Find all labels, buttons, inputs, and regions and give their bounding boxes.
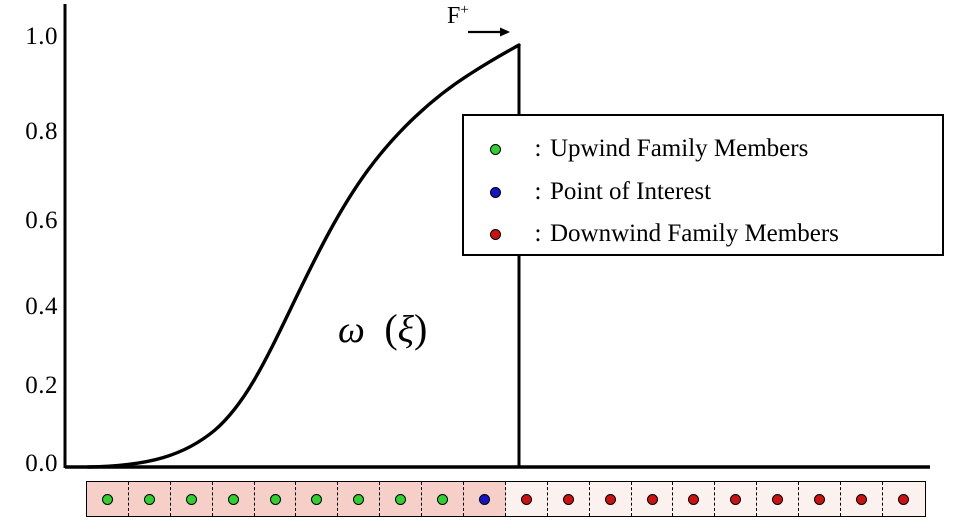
cell-downwind xyxy=(799,482,842,516)
legend-separator-1: : xyxy=(534,178,542,205)
cell-dot-upwind-icon xyxy=(395,493,407,505)
omega-symbol: ω xyxy=(338,309,365,351)
fplus-annotation: F+ xyxy=(447,2,469,30)
fplus-arrow-head xyxy=(500,27,510,37)
legend-separator-0: : xyxy=(534,135,542,162)
legend-dot-blue-icon xyxy=(489,186,501,198)
legend-label-downwind: Downwind Family Members xyxy=(550,220,839,247)
omega-xi-label: ω (ξ) xyxy=(338,305,427,352)
stencil-cell-strip xyxy=(86,481,926,517)
cell-dot-upwind-icon xyxy=(143,493,155,505)
cell-dot-upwind-icon xyxy=(437,493,449,505)
cell-dot-upwind-icon xyxy=(269,493,281,505)
cell-upwind xyxy=(212,482,255,516)
cell-dot-upwind-icon xyxy=(101,493,113,505)
cell-downwind xyxy=(547,482,590,516)
cell-upwind xyxy=(170,482,213,516)
legend-entry-downwind: : Downwind Family Members xyxy=(464,214,942,254)
cell-downwind xyxy=(841,482,883,516)
ytick-label-0.8: 0.8 xyxy=(25,118,58,145)
cell-dot-downwind-icon xyxy=(688,493,700,505)
cell-dot-downwind-icon xyxy=(646,493,658,505)
omega-curve xyxy=(86,43,521,469)
legend-entry-poi: : Point of Interest xyxy=(464,172,942,212)
omega-close-paren: ) xyxy=(413,306,428,351)
cell-upwind xyxy=(296,482,339,516)
cell-upwind xyxy=(87,482,129,516)
cell-dot-upwind-icon xyxy=(185,493,197,505)
cell-upwind xyxy=(380,482,423,516)
cell-dot-upwind-icon xyxy=(353,493,365,505)
omega-open-paren: ( xyxy=(374,306,398,351)
cell-downwind xyxy=(589,482,632,516)
cell-dot-downwind-icon xyxy=(898,493,910,505)
legend: : Upwind Family Members : Point of Inter… xyxy=(462,114,944,256)
cell-upwind xyxy=(422,482,465,516)
cell-upwind xyxy=(338,482,381,516)
cell-dot-upwind-icon xyxy=(227,493,239,505)
ytick-label-1.0: 1.0 xyxy=(25,23,58,50)
xi-symbol: ξ xyxy=(397,309,414,351)
cell-dot-poi-icon xyxy=(478,493,490,505)
legend-label-upwind: Upwind Family Members xyxy=(550,135,809,162)
legend-label-poi: Point of Interest xyxy=(550,178,712,205)
cell-upwind xyxy=(128,482,171,516)
cell-downwind xyxy=(715,482,758,516)
cell-downwind xyxy=(631,482,674,516)
legend-entry-upwind: : Upwind Family Members xyxy=(464,129,942,169)
cell-dot-downwind-icon xyxy=(814,493,826,505)
cell-dot-downwind-icon xyxy=(604,493,616,505)
cell-dot-downwind-icon xyxy=(562,493,574,505)
cell-dot-downwind-icon xyxy=(520,493,532,505)
legend-marker-downwind-cell xyxy=(464,228,526,240)
legend-marker-upwind-cell xyxy=(464,143,526,155)
legend-marker-poi-cell xyxy=(464,186,526,198)
fplus-letter: F xyxy=(447,3,461,29)
cell-downwind xyxy=(505,482,548,516)
cell-downwind xyxy=(757,482,800,516)
legend-dot-green-icon xyxy=(489,143,501,155)
cell-dot-downwind-icon xyxy=(855,493,867,505)
legend-dot-red-icon xyxy=(489,228,501,240)
legend-separator-2: : xyxy=(534,220,542,247)
cell-downwind xyxy=(673,482,716,516)
cell-downwind xyxy=(882,482,925,516)
fplus-superscript: + xyxy=(460,2,469,18)
cell-dot-upwind-icon xyxy=(311,493,323,505)
ytick-label-0.4: 0.4 xyxy=(25,293,58,320)
cell-poi xyxy=(464,482,506,516)
ytick-label-0.2: 0.2 xyxy=(25,372,58,399)
cell-upwind xyxy=(254,482,297,516)
cell-dot-downwind-icon xyxy=(772,493,784,505)
ytick-label-0.0: 0.0 xyxy=(25,450,58,477)
cell-dot-downwind-icon xyxy=(730,493,742,505)
ytick-label-0.6: 0.6 xyxy=(25,207,58,234)
